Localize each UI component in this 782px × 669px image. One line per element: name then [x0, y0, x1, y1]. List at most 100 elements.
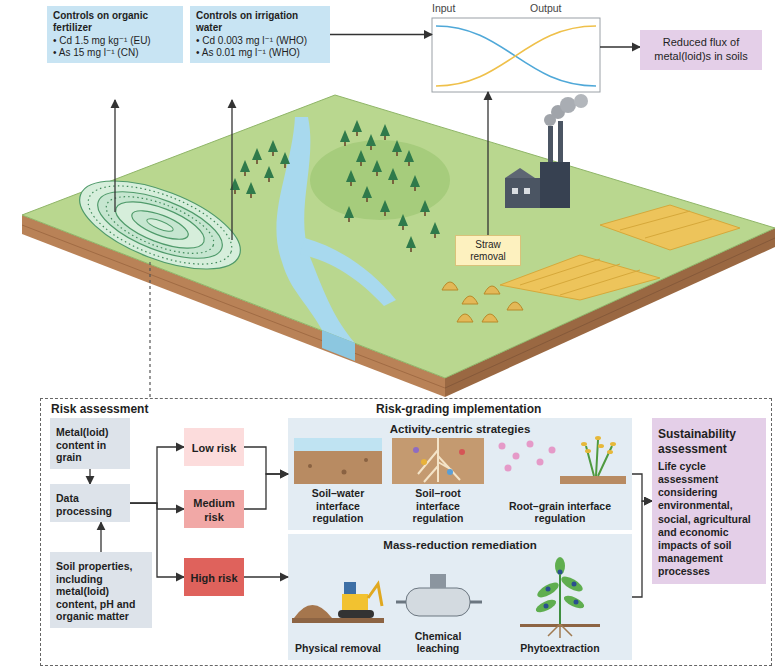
terraced-paddy: [78, 170, 241, 280]
river: [276, 117, 355, 343]
risk-level: High risk: [184, 558, 244, 596]
forest: [340, 130, 350, 146]
chemical-leaching-picture: [470, 601, 482, 604]
flux-chart-plot: [436, 26, 596, 86]
root-grain-picture: [499, 436, 627, 484]
box-text: Physical removal: [294, 642, 382, 655]
soil-root-picture: [447, 469, 453, 475]
box-text: Root–grain interface regulation: [494, 500, 626, 525]
forest: [346, 170, 356, 186]
soil-root-picture: [392, 438, 484, 484]
flux-chart: InputOutput: [432, 2, 600, 92]
flow-arrow: [487, 92, 488, 235]
flux-chart-plot: [432, 18, 600, 92]
forest: [420, 200, 430, 216]
root-grain-picture: [499, 443, 506, 450]
box-heading: Controls on irrigation water: [196, 10, 324, 34]
forest: [280, 152, 290, 168]
box-text: Output: [530, 2, 562, 92]
forest: [380, 124, 390, 140]
flow-arrow: [89, 469, 90, 484]
river: [322, 330, 355, 361]
phytoextraction-picture: [544, 604, 549, 609]
factory: [558, 121, 563, 166]
root-grain-picture: [560, 476, 626, 484]
phytoextraction-picture: [555, 557, 565, 575]
soil-water-picture: [364, 458, 368, 462]
root-grain-picture: [537, 459, 544, 466]
factory: [524, 188, 530, 194]
haystack: [462, 296, 478, 304]
physical-removal-picture: [368, 584, 382, 606]
flow-arrow: [100, 522, 101, 552]
process-box: Data processing: [50, 484, 130, 522]
river: [276, 117, 396, 361]
root-grain-picture: [527, 441, 534, 448]
physical-removal-picture: [338, 610, 374, 618]
phytoextraction-picture: [535, 580, 561, 601]
flow-arrow: [130, 447, 184, 503]
box-text: Straw removal: [460, 239, 516, 262]
flow-arrow: [632, 474, 652, 501]
forest: [362, 186, 372, 202]
terraced-paddy: [110, 192, 210, 257]
flux-chart-plot: [432, 18, 600, 92]
soil-root-picture: [413, 447, 419, 453]
root-grain-picture: [505, 465, 512, 472]
phytoextraction-picture: [558, 570, 563, 575]
box-text: • As 15 mg l⁻¹ (CN): [53, 47, 177, 59]
strategy-tile: Soil–root interface regulation: [388, 434, 488, 528]
forest: [344, 206, 354, 222]
panel-ground: [288, 418, 632, 660]
forest: [392, 140, 402, 156]
flow-arrow: [600, 46, 640, 47]
box-text: Data processing: [56, 492, 124, 517]
control-box: Controls on irrigation water• Cd 0.003 m…: [190, 6, 330, 63]
chemical-leaching-picture: [396, 601, 406, 604]
forest: [430, 222, 440, 238]
wheat-field: [620, 211, 690, 230]
box-text: Soil–root interface regulation: [392, 487, 484, 525]
factory: [574, 94, 588, 108]
strategy-panel: Mass-reduction remediationPhysical remov…: [288, 534, 632, 660]
forest: [268, 140, 278, 156]
box-text: Low risk: [192, 442, 237, 455]
river: [300, 238, 396, 306]
terraced-paddy: [128, 205, 191, 245]
forest: [240, 160, 250, 176]
soil-root-picture: [418, 438, 460, 482]
root-grain-picture: [586, 440, 612, 476]
haystack: [482, 314, 498, 322]
forest: [404, 150, 414, 166]
soil-water-picture: [294, 451, 382, 484]
box-text: High risk: [190, 572, 237, 585]
input-box: Soil properties, including metal(loid) c…: [50, 552, 152, 628]
box-text: Metal(loid) content in grain: [56, 426, 124, 464]
box-text: Reduced flux of metal(loid)s in soils: [646, 36, 756, 64]
root-grain-picture: [549, 447, 556, 454]
phytoextraction-picture: [559, 574, 585, 595]
forest: [410, 175, 420, 191]
box-text: Soil properties, including metal(loid) c…: [56, 560, 146, 623]
haystack: [442, 282, 458, 290]
haystack: [484, 286, 500, 294]
root-grain-picture: [585, 449, 591, 453]
box-text: • Cd 0.003 mg l⁻¹ (WHO): [196, 35, 324, 47]
wheat-field: [600, 205, 740, 250]
strategy-tile: Chemical leaching: [388, 550, 488, 658]
factory: [540, 162, 570, 208]
flow-arrow: [244, 576, 288, 577]
forest: [356, 150, 366, 166]
soil-water-picture: [342, 470, 347, 475]
box-heading: Input: [432, 2, 530, 92]
box-text: Phytoextraction: [494, 642, 626, 655]
terraced-paddy: [68, 163, 251, 287]
phytoextraction-picture: [574, 600, 579, 605]
flow-arrow: [632, 501, 652, 597]
root-grain-picture: [595, 436, 601, 440]
panel-ground: [288, 534, 632, 660]
box-text: Life cycle assessment considering enviro…: [658, 460, 760, 578]
root-grain-picture: [610, 442, 616, 446]
pointer-arrow: [149, 262, 150, 398]
